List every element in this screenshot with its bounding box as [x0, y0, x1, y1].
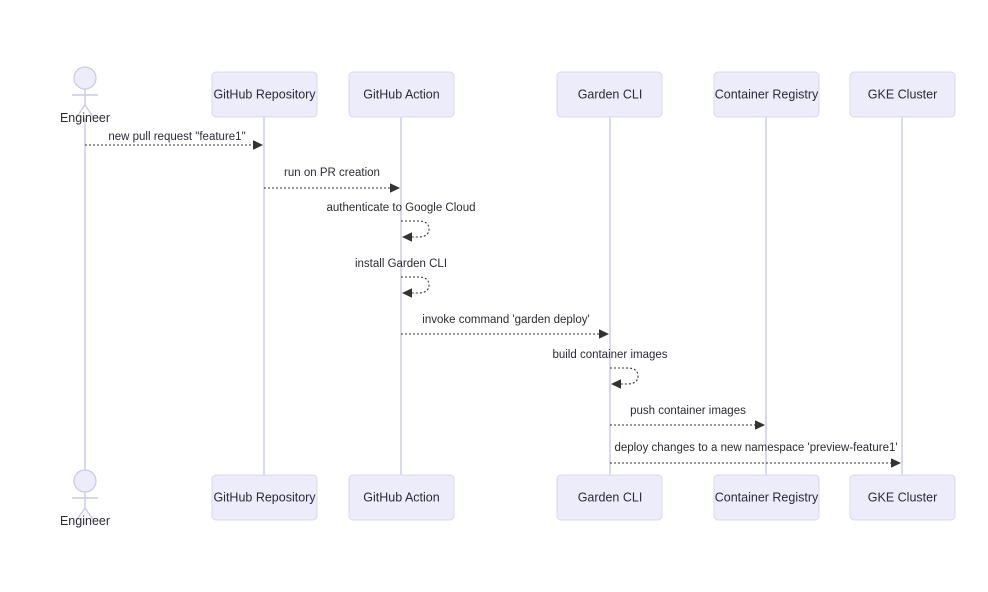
participant-top-github-repository-box [211, 71, 318, 118]
actor-head-icon [73, 66, 97, 90]
message-invoke-command-garden-deploy-label: invoke command 'garden deploy' [422, 314, 589, 326]
message-new-pull-request-arrowhead [253, 140, 263, 150]
message-push-container-images-arrowhead [755, 420, 765, 430]
participant-bottom-github-action-box [348, 474, 455, 521]
actor-body-icon [72, 492, 98, 522]
participant-top-container-registry-label: Container Registry [715, 87, 819, 101]
message-authenticate-to-google-cloud-loop [401, 220, 430, 238]
participant-bottom-garden-cli-label: Garden CLI [578, 490, 643, 504]
message-deploy-changes-label: deploy changes to a new namespace 'previ… [614, 442, 897, 454]
message-run-on-pr-creation-label: run on PR creation [284, 167, 380, 179]
message-authenticate-to-google-cloud-label: authenticate to Google Cloud [327, 202, 476, 214]
participant-top-engineer[interactable]: Engineer [60, 66, 110, 125]
message-build-container-images[interactable]: build container images [552, 349, 668, 389]
participant-bottom-gke-cluster-box [849, 474, 956, 521]
participant-bottom-github-repository-label: GitHub Repository [213, 490, 316, 504]
participant-top-gke-cluster-label: GKE Cluster [868, 87, 937, 101]
participant-top-github-repository-label: GitHub Repository [213, 87, 316, 101]
message-install-garden-cli-label: install Garden CLI [355, 258, 447, 270]
message-deploy-changes-arrowhead [891, 458, 901, 468]
message-build-container-images-arrowhead [611, 379, 621, 389]
participant-bottom-container-registry-box [713, 474, 820, 521]
participant-bottom-github-repository-box [211, 474, 318, 521]
message-invoke-command-garden-deploy-arrowhead [599, 329, 609, 339]
message-install-garden-cli-loop [401, 276, 430, 294]
actor-head-icon [73, 469, 97, 493]
actor-body-icon [72, 89, 98, 119]
message-build-container-images-label: build container images [552, 349, 667, 361]
message-install-garden-cli[interactable]: install Garden CLI [355, 258, 447, 298]
participant-top-engineer-label: Engineer [60, 111, 110, 125]
participant-bottom-garden-cli[interactable]: Garden CLI [556, 474, 663, 521]
participant-bottom-gke-cluster-label: GKE Cluster [868, 490, 937, 504]
message-new-pull-request-label: new pull request "feature1" [108, 131, 245, 143]
participant-top-garden-cli-box [556, 71, 663, 118]
participant-top-github-action-box [348, 71, 455, 118]
message-authenticate-to-google-cloud-arrowhead [402, 232, 412, 242]
message-push-container-images-label: push container images [630, 405, 746, 417]
participant-top-github-action[interactable]: GitHub Action [348, 71, 455, 118]
participant-bottom-github-repository[interactable]: GitHub Repository [211, 474, 318, 521]
participant-bottom-github-action-label: GitHub Action [363, 490, 439, 504]
participant-top-garden-cli[interactable]: Garden CLI [556, 71, 663, 118]
message-run-on-pr-creation[interactable]: run on PR creation [264, 167, 400, 193]
participant-bottom-engineer-label: Engineer [60, 514, 110, 528]
participant-bottom-container-registry[interactable]: Container Registry [713, 474, 820, 521]
participant-top-gke-cluster[interactable]: GKE Cluster [849, 71, 956, 118]
participant-top-container-registry[interactable]: Container Registry [713, 71, 820, 118]
participant-bottom-container-registry-label: Container Registry [715, 490, 819, 504]
participant-top-garden-cli-label: Garden CLI [578, 87, 643, 101]
message-run-on-pr-creation-arrowhead [390, 183, 400, 193]
participant-top-github-action-label: GitHub Action [363, 87, 439, 101]
message-new-pull-request[interactable]: new pull request "feature1" [85, 131, 263, 150]
lifelines-group [84, 117, 903, 475]
message-build-container-images-loop [610, 367, 639, 385]
participant-bottom-garden-cli-box [556, 474, 663, 521]
message-invoke-command-garden-deploy[interactable]: invoke command 'garden deploy' [401, 314, 609, 339]
participant-bottom-github-action[interactable]: GitHub Action [348, 474, 455, 521]
participant-top-gke-cluster-box [849, 71, 956, 118]
participant-top-github-repository[interactable]: GitHub Repository [211, 71, 318, 118]
participant-bottom-engineer[interactable]: Engineer [60, 469, 110, 528]
message-install-garden-cli-arrowhead [402, 288, 412, 298]
participant-top-container-registry-box [713, 71, 820, 118]
message-deploy-changes[interactable]: deploy changes to a new namespace 'previ… [610, 442, 901, 468]
message-authenticate-to-google-cloud[interactable]: authenticate to Google Cloud [327, 202, 476, 242]
participant-bottom-gke-cluster[interactable]: GKE Cluster [849, 474, 956, 521]
message-push-container-images[interactable]: push container images [610, 405, 765, 430]
